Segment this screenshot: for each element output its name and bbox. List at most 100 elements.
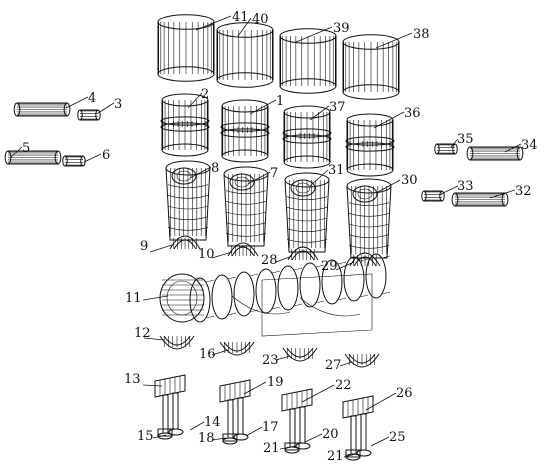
connecting-rod-8-hoop <box>167 216 209 220</box>
bearing-shell-12 <box>159 335 195 350</box>
leader-l36 <box>373 111 405 129</box>
leader-l33 <box>440 185 459 195</box>
connecting-rod-31 <box>284 172 330 253</box>
part-label-17: 17 <box>262 420 279 435</box>
crankshaft-journal <box>205 279 215 319</box>
part-label-35: 35 <box>457 132 474 147</box>
leader-l9 <box>149 244 173 253</box>
connecting-rod-7-body <box>223 173 269 247</box>
cylinder-liner-38 <box>342 34 400 100</box>
leader-l20 <box>304 433 323 443</box>
piston-pin-4 <box>13 102 71 117</box>
part-label-4: 4 <box>88 91 96 106</box>
crankshaft-web <box>343 256 365 302</box>
valve-assembly-13-foot-b <box>168 428 184 436</box>
leader-l2 <box>187 92 203 109</box>
crankshaft-web <box>321 259 343 305</box>
bearing-shell-9 <box>169 235 201 250</box>
piston-36-band-b <box>345 142 395 152</box>
connecting-rod-31-hoop <box>286 196 328 200</box>
piston-pin-32 <box>451 192 509 207</box>
part-label-7: 7 <box>270 166 278 181</box>
leader-l6 <box>83 153 102 163</box>
valve-assembly-26-stem-a <box>350 415 357 455</box>
bearing-shell-27-outer <box>344 353 380 368</box>
leader-l28 <box>275 255 293 263</box>
crankshaft-web <box>277 265 299 311</box>
valve-assembly-22-base <box>284 442 300 451</box>
leader-l35 <box>450 138 459 148</box>
valve-assembly-13-base <box>157 428 173 437</box>
valve-assembly-22 <box>281 388 313 454</box>
part-label-13: 13 <box>124 372 141 387</box>
crankshaft-throw <box>231 295 361 317</box>
connecting-rod-8-body <box>165 167 211 241</box>
part-label-29: 29 <box>321 259 338 274</box>
leader-l12 <box>143 337 165 341</box>
piston-36 <box>345 113 395 177</box>
pin-bushing-35 <box>434 143 458 155</box>
crankshaft-journal <box>337 261 347 301</box>
part-label-36: 36 <box>404 106 421 121</box>
leader-l29 <box>335 261 355 271</box>
part-label-20: 20 <box>322 427 339 442</box>
leader-l16 <box>211 349 229 356</box>
pin-bushing-6 <box>62 155 86 167</box>
part-label-30: 30 <box>401 173 418 188</box>
part-label-23: 23 <box>262 353 279 368</box>
leader-l37 <box>309 105 330 121</box>
crankshaft-web <box>255 268 277 314</box>
valve-assembly-13-stem-a <box>162 394 169 434</box>
connecting-rod-31-hoop <box>286 207 328 211</box>
part-label-39: 39 <box>333 21 350 36</box>
crankshaft-journal <box>359 258 369 298</box>
part-label-26: 26 <box>396 386 413 401</box>
bearing-shell-16-outer <box>219 341 255 356</box>
connecting-rod-7-eye <box>229 173 255 191</box>
piston-pin-34 <box>466 146 524 161</box>
connecting-rod-7-hoop <box>225 201 267 205</box>
connecting-rod-30-eye <box>352 185 378 203</box>
piston-1 <box>220 99 270 163</box>
connecting-rod-30-hoop <box>348 213 390 217</box>
part-label-9: 9 <box>140 239 148 254</box>
valve-assembly-22-stem-a <box>289 408 296 448</box>
leader-l30 <box>377 179 401 193</box>
leader-l14 <box>189 421 205 431</box>
leader-l23 <box>275 355 291 361</box>
crankshaft-web <box>365 253 387 299</box>
connecting-rod-8-hoop <box>167 195 209 199</box>
part-label-6: 6 <box>102 148 110 163</box>
valve-assembly-19-foot-b <box>233 433 249 441</box>
part-label-22: 22 <box>335 378 352 393</box>
cylinder-liner-41 <box>157 14 215 82</box>
bearing-shell-29-outer <box>349 252 381 267</box>
part-label-5: 5 <box>22 141 30 156</box>
valve-assembly-19-stem-b <box>237 397 244 435</box>
part-label-10: 10 <box>198 247 215 262</box>
leader-l34 <box>504 143 522 153</box>
part-label-32: 32 <box>515 184 532 199</box>
valve-assembly-22-foot-b <box>295 442 311 450</box>
part-label-28: 28 <box>261 253 278 268</box>
part-label-12: 12 <box>134 326 151 341</box>
connecting-rod-31-eye <box>290 179 316 197</box>
part-label-2: 2 <box>201 87 209 102</box>
part-label-21: 21 <box>263 441 280 456</box>
leader-l25 <box>370 436 390 447</box>
pin-bushing-6-right <box>80 155 86 167</box>
valve-assembly-13-stem-b <box>172 392 179 430</box>
leader-l21a <box>279 445 297 450</box>
crankshaft-web <box>299 262 321 308</box>
part-label-1: 1 <box>276 94 284 109</box>
crankshaft-journal <box>227 276 237 316</box>
cylinder-liner-40 <box>216 22 274 88</box>
bearing-shell-23 <box>282 347 318 362</box>
leader-l4 <box>65 96 89 109</box>
connecting-rod-7-eye-inner <box>234 176 250 188</box>
connecting-rod-7 <box>223 166 269 247</box>
connecting-rod-7-hoop <box>225 233 267 237</box>
bearing-shell-27 <box>344 353 380 368</box>
